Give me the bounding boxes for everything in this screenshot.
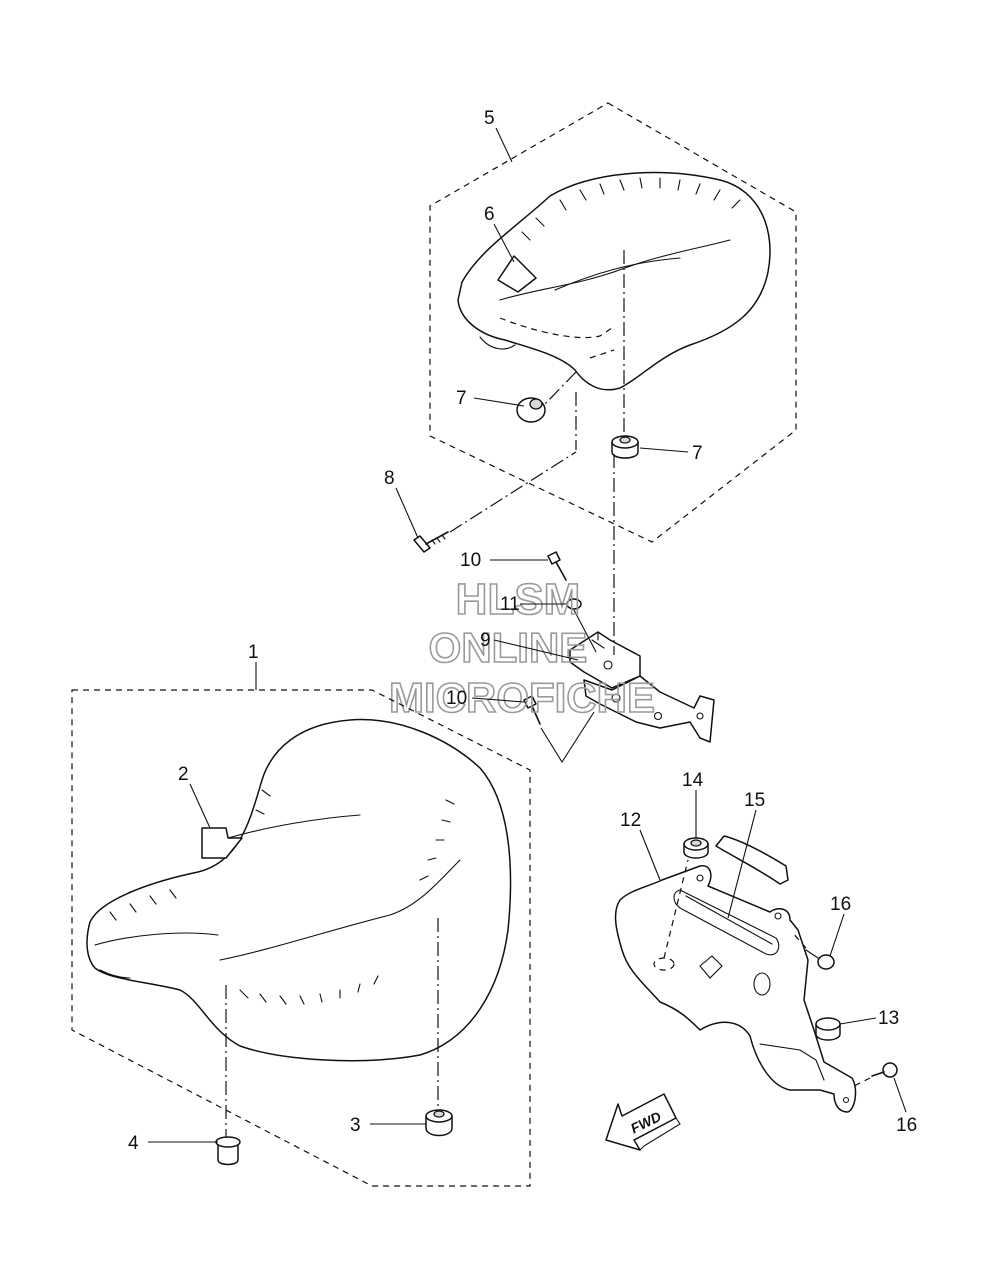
leader-lines <box>148 127 907 1143</box>
callout-labels: 5 6 7 7 8 10 11 9 10 1 2 3 4 12 14 15 16… <box>128 108 917 1154</box>
callout-10-top: 10 <box>460 550 481 571</box>
seat-bracket-assembly <box>523 454 715 764</box>
screw-16-bottom <box>871 1062 898 1078</box>
callout-13: 13 <box>878 1008 899 1029</box>
callout-12: 12 <box>620 810 641 831</box>
callout-14: 14 <box>682 770 704 791</box>
passenger-seat <box>457 171 771 391</box>
grommet-14 <box>683 837 709 859</box>
watermark-line3: MICROFICHE <box>389 674 655 721</box>
callout-15: 15 <box>744 790 765 811</box>
callout-16-bottom: 16 <box>896 1115 917 1136</box>
forward-direction-arrow: FWD <box>605 1093 681 1151</box>
grommet-7-right <box>611 435 639 459</box>
callout-16-top: 16 <box>830 894 851 915</box>
rider-seat-strap <box>201 827 243 859</box>
callout-8: 8 <box>384 468 395 489</box>
collar-4 <box>215 1136 241 1166</box>
watermark: HLSM ONLINE MICROFICHE <box>388 574 656 722</box>
callout-10-bottom: 10 <box>446 688 467 709</box>
callout-1: 1 <box>248 642 259 663</box>
grommet-7-left <box>516 397 546 423</box>
side-cover <box>614 865 857 1113</box>
watermark-line1: HLSM <box>456 575 581 624</box>
trim-strip-15 <box>715 835 789 885</box>
passenger-seat-group <box>429 102 797 543</box>
callout-3: 3 <box>350 1115 361 1136</box>
screw-16-top <box>805 949 835 970</box>
bolt-8 <box>413 531 449 553</box>
callout-7-right: 7 <box>692 443 703 464</box>
rider-seat <box>86 718 512 1062</box>
watermark-line2: ONLINE <box>429 624 588 671</box>
callout-2: 2 <box>178 764 189 785</box>
passenger-seat-strap <box>497 255 537 293</box>
callout-11: 11 <box>500 594 520 615</box>
callout-4: 4 <box>128 1133 139 1154</box>
callout-9: 9 <box>480 630 491 651</box>
grommet-3 <box>425 1109 453 1137</box>
callout-6: 6 <box>484 204 495 225</box>
rider-seat-group <box>71 689 531 1187</box>
side-cover-assembly <box>614 835 898 1113</box>
callout-5: 5 <box>484 108 495 129</box>
callout-7-left: 7 <box>456 388 467 409</box>
grommet-13 <box>815 1017 841 1041</box>
